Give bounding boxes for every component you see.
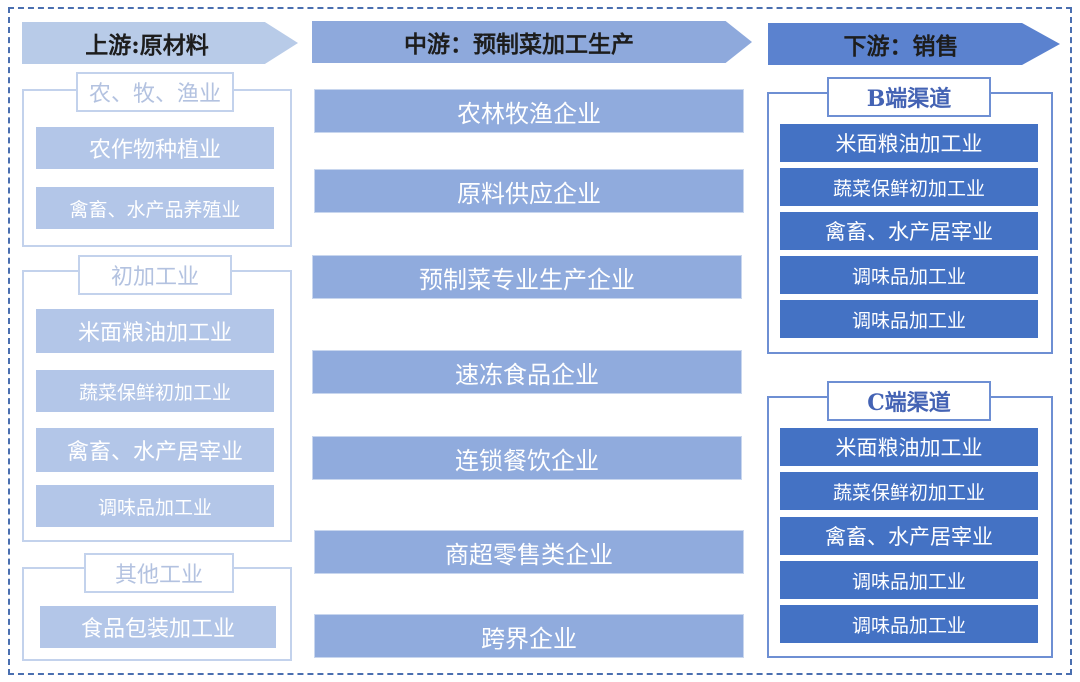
downstream-item: 调味品加工业 — [780, 256, 1038, 294]
upstream-item: 禽畜、水产品养殖业 — [36, 187, 274, 229]
midstream-item: 预制菜专业生产企业 — [312, 255, 742, 299]
downstream-item: 蔬菜保鲜初加工业 — [780, 472, 1038, 510]
upstream-item: 米面粮油加工业 — [36, 309, 274, 353]
midstream-item: 速冻食品企业 — [312, 350, 742, 394]
upstream-item: 禽畜、水产居宰业 — [36, 428, 274, 472]
downstream-group-label: C端渠道 — [827, 381, 991, 421]
downstream-item: 蔬菜保鲜初加工业 — [780, 168, 1038, 206]
upstream-item: 农作物种植业 — [36, 127, 274, 169]
downstream-item: 禽畜、水产居宰业 — [780, 212, 1038, 250]
downstream-item: 禽畜、水产居宰业 — [780, 517, 1038, 555]
downstream-item: 调味品加工业 — [780, 561, 1038, 599]
midstream-header: 中游：预制菜加工生产 — [312, 21, 752, 63]
upstream-item: 食品包装加工业 — [40, 606, 276, 648]
upstream-group-label: 初加工业 — [78, 255, 232, 295]
upstream-item: 蔬菜保鲜初加工业 — [36, 370, 274, 412]
downstream-item: 米面粮油加工业 — [780, 124, 1038, 162]
upstream-group-label: 农、牧、渔业 — [76, 72, 234, 112]
downstream-group-label: B端渠道 — [827, 77, 991, 117]
upstream-group-label: 其他工业 — [84, 553, 234, 593]
diagram-frame — [8, 7, 1072, 675]
midstream-item: 商超零售类企业 — [314, 530, 744, 574]
downstream-item: 米面粮油加工业 — [780, 428, 1038, 466]
midstream-item: 连锁餐饮企业 — [312, 436, 742, 480]
downstream-item: 调味品加工业 — [780, 605, 1038, 643]
downstream-item: 调味品加工业 — [780, 300, 1038, 338]
upstream-header: 上游:原材料 — [22, 22, 298, 64]
midstream-item: 跨界企业 — [314, 614, 744, 658]
downstream-header: 下游：销售 — [768, 23, 1060, 65]
midstream-item: 原料供应企业 — [314, 169, 744, 213]
upstream-item: 调味品加工业 — [36, 485, 274, 527]
midstream-item: 农林牧渔企业 — [314, 89, 744, 133]
